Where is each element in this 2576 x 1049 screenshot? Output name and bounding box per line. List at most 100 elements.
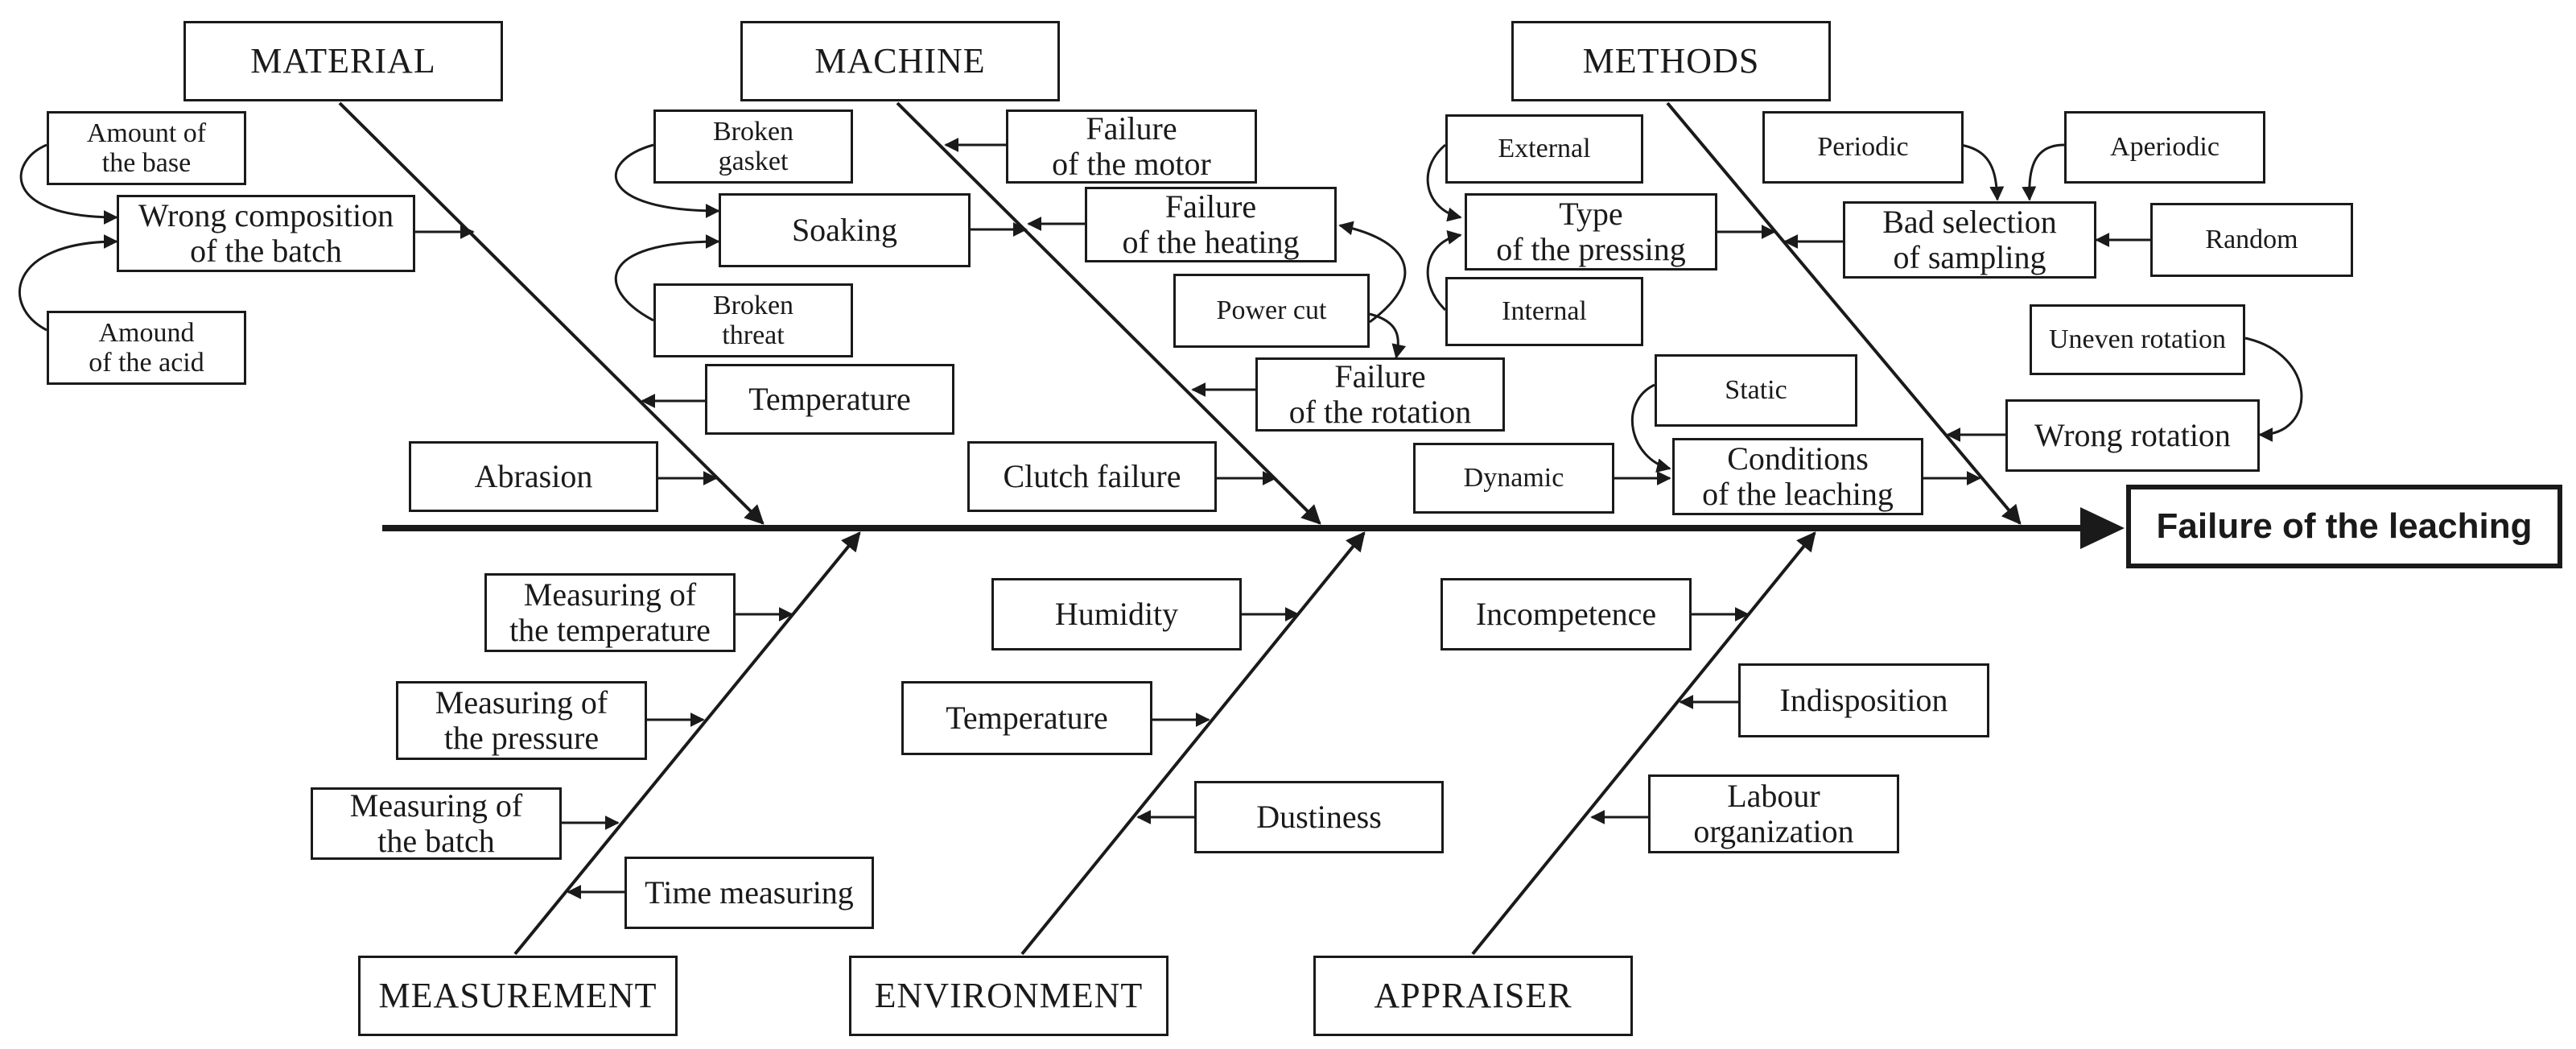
curve-uneven-rotation — [2244, 337, 2303, 442]
category-measurement-label: MEASUREMENT — [378, 975, 657, 1015]
cause-periodic: Periodic — [1762, 111, 1964, 184]
bone-machine — [896, 101, 1321, 525]
curve-external — [1426, 143, 1462, 222]
cause-label: Incompetence — [1475, 596, 1657, 632]
cause-label: Uneven rotation — [2049, 324, 2226, 355]
bone-measurement — [513, 531, 861, 956]
cause-incompetence: Incompetence — [1440, 578, 1692, 650]
cause-label: Measuring of the batch — [349, 787, 523, 859]
cause-time-measuring: Time measuring — [624, 857, 874, 929]
category-material: MATERIAL — [183, 21, 503, 101]
cause-label: Bad selection of sampling — [1882, 204, 2057, 275]
cause-uneven-rotation: Uneven rotation — [2030, 304, 2245, 375]
cause-label: Abrasion — [474, 458, 593, 494]
cause-temperature-env: Temperature — [901, 681, 1152, 755]
cause-power-cut: Power cut — [1173, 274, 1370, 348]
cause-label: Indisposition — [1779, 682, 1948, 718]
curve-aperiodic — [2022, 143, 2065, 201]
cause-broken-threat: Broken threat — [653, 283, 853, 357]
cause-label: Type of the pressing — [1496, 196, 1686, 267]
spine-arrowhead — [2080, 507, 2125, 549]
cause-label: Dynamic — [1463, 463, 1564, 494]
cause-wrong-rotation: Wrong rotation — [2005, 399, 2260, 472]
cause-label: Failure of the heating — [1122, 188, 1300, 260]
category-measurement: MEASUREMENT — [358, 956, 678, 1036]
cause-label: Internal — [1502, 296, 1587, 327]
category-machine: MACHINE — [740, 21, 1060, 101]
cause-label: Labour organization — [1693, 778, 1854, 849]
cause-label: Measuring of the temperature — [509, 576, 711, 648]
cause-aperiodic: Aperiodic — [2064, 111, 2265, 184]
cause-label: Measuring of the pressure — [435, 684, 608, 756]
cause-label: Wrong composition of the batch — [138, 197, 394, 269]
cause-wrong-composition: Wrong composition of the batch — [117, 195, 415, 272]
cause-dustiness: Dustiness — [1194, 781, 1444, 853]
category-methods-label: METHODS — [1582, 40, 1760, 81]
cause-labour-organization: Labour organization — [1648, 774, 1899, 853]
cause-amount-of-acid: Amound of the acid — [47, 311, 246, 385]
cause-amount-of-base: Amount of the base — [47, 111, 246, 185]
cause-type-pressing: Type of the pressing — [1465, 193, 1717, 271]
cause-label: Failure of the rotation — [1288, 358, 1472, 430]
cause-label: Amount of the base — [86, 118, 207, 178]
curve-broken-threat — [614, 234, 720, 322]
cause-label: Temperature — [748, 381, 911, 417]
cause-failure-motor: Failure of the motor — [1006, 109, 1257, 184]
bone-methods — [1666, 101, 2022, 525]
cause-measuring-temperature: Measuring of the temperature — [484, 573, 736, 652]
curve-broken-gasket — [614, 143, 720, 218]
cause-conditions-leaching: Conditions of the leaching — [1672, 438, 1923, 515]
cause-measuring-batch: Measuring of the batch — [311, 787, 562, 860]
cause-internal: Internal — [1445, 277, 1643, 346]
cause-label: External — [1498, 134, 1591, 164]
cause-label: Conditions of the leaching — [1702, 440, 1894, 512]
cause-clutch-failure: Clutch failure — [967, 441, 1217, 512]
cause-abrasion: Abrasion — [409, 441, 658, 512]
category-machine-label: MACHINE — [814, 40, 986, 81]
cause-humidity: Humidity — [991, 578, 1242, 650]
cause-measuring-pressure: Measuring of the pressure — [396, 681, 647, 760]
cause-label: Aperiodic — [2110, 132, 2219, 163]
cause-label: Failure of the motor — [1052, 110, 1211, 182]
bone-material — [338, 101, 765, 525]
category-environment: ENVIRONMENT — [849, 956, 1168, 1036]
cause-label: Random — [2205, 225, 2298, 255]
curve-power-cut-rotation — [1369, 312, 1407, 359]
cause-failure-heating: Failure of the heating — [1085, 187, 1337, 262]
cause-indisposition: Indisposition — [1738, 663, 1989, 737]
cause-bad-selection: Bad selection of sampling — [1843, 201, 2096, 279]
cause-label: Time measuring — [645, 874, 854, 911]
curve-amount-acid — [19, 234, 118, 332]
category-environment-label: ENVIRONMENT — [874, 975, 1144, 1015]
cause-label: Temperature — [946, 700, 1108, 736]
category-appraiser-label: APPRAISER — [1374, 975, 1572, 1015]
cause-external: External — [1445, 114, 1643, 184]
effect-box: Failure of the leaching — [2126, 485, 2562, 568]
cause-label: Amound of the acid — [89, 317, 204, 378]
bone-appraiser — [1471, 531, 1816, 956]
cause-soaking: Soaking — [719, 193, 971, 267]
cause-label: Clutch failure — [1003, 458, 1181, 494]
cause-label: Wrong rotation — [2034, 417, 2231, 453]
category-methods: METHODS — [1511, 21, 1831, 101]
cause-label: Periodic — [1817, 132, 1909, 163]
category-appraiser: APPRAISER — [1313, 956, 1633, 1036]
effect-label: Failure of the leaching — [2156, 506, 2533, 546]
curve-amount-base — [19, 143, 118, 225]
curve-static — [1630, 383, 1671, 473]
cause-broken-gasket: Broken gasket — [653, 109, 853, 184]
category-material-label: MATERIAL — [250, 40, 436, 81]
cause-label: Static — [1725, 375, 1787, 406]
cause-label: Soaking — [791, 212, 898, 248]
cause-dynamic: Dynamic — [1413, 443, 1614, 514]
cause-label: Broken threat — [712, 290, 794, 350]
cause-static: Static — [1655, 354, 1857, 427]
cause-temperature-material: Temperature — [705, 364, 954, 435]
cause-label: Dustiness — [1256, 799, 1382, 835]
cause-label: Broken gasket — [712, 116, 794, 176]
bone-environment — [1020, 531, 1366, 956]
cause-label: Power cut — [1216, 295, 1327, 326]
cause-failure-rotation: Failure of the rotation — [1255, 357, 1505, 432]
curve-power-cut — [1338, 221, 1407, 324]
